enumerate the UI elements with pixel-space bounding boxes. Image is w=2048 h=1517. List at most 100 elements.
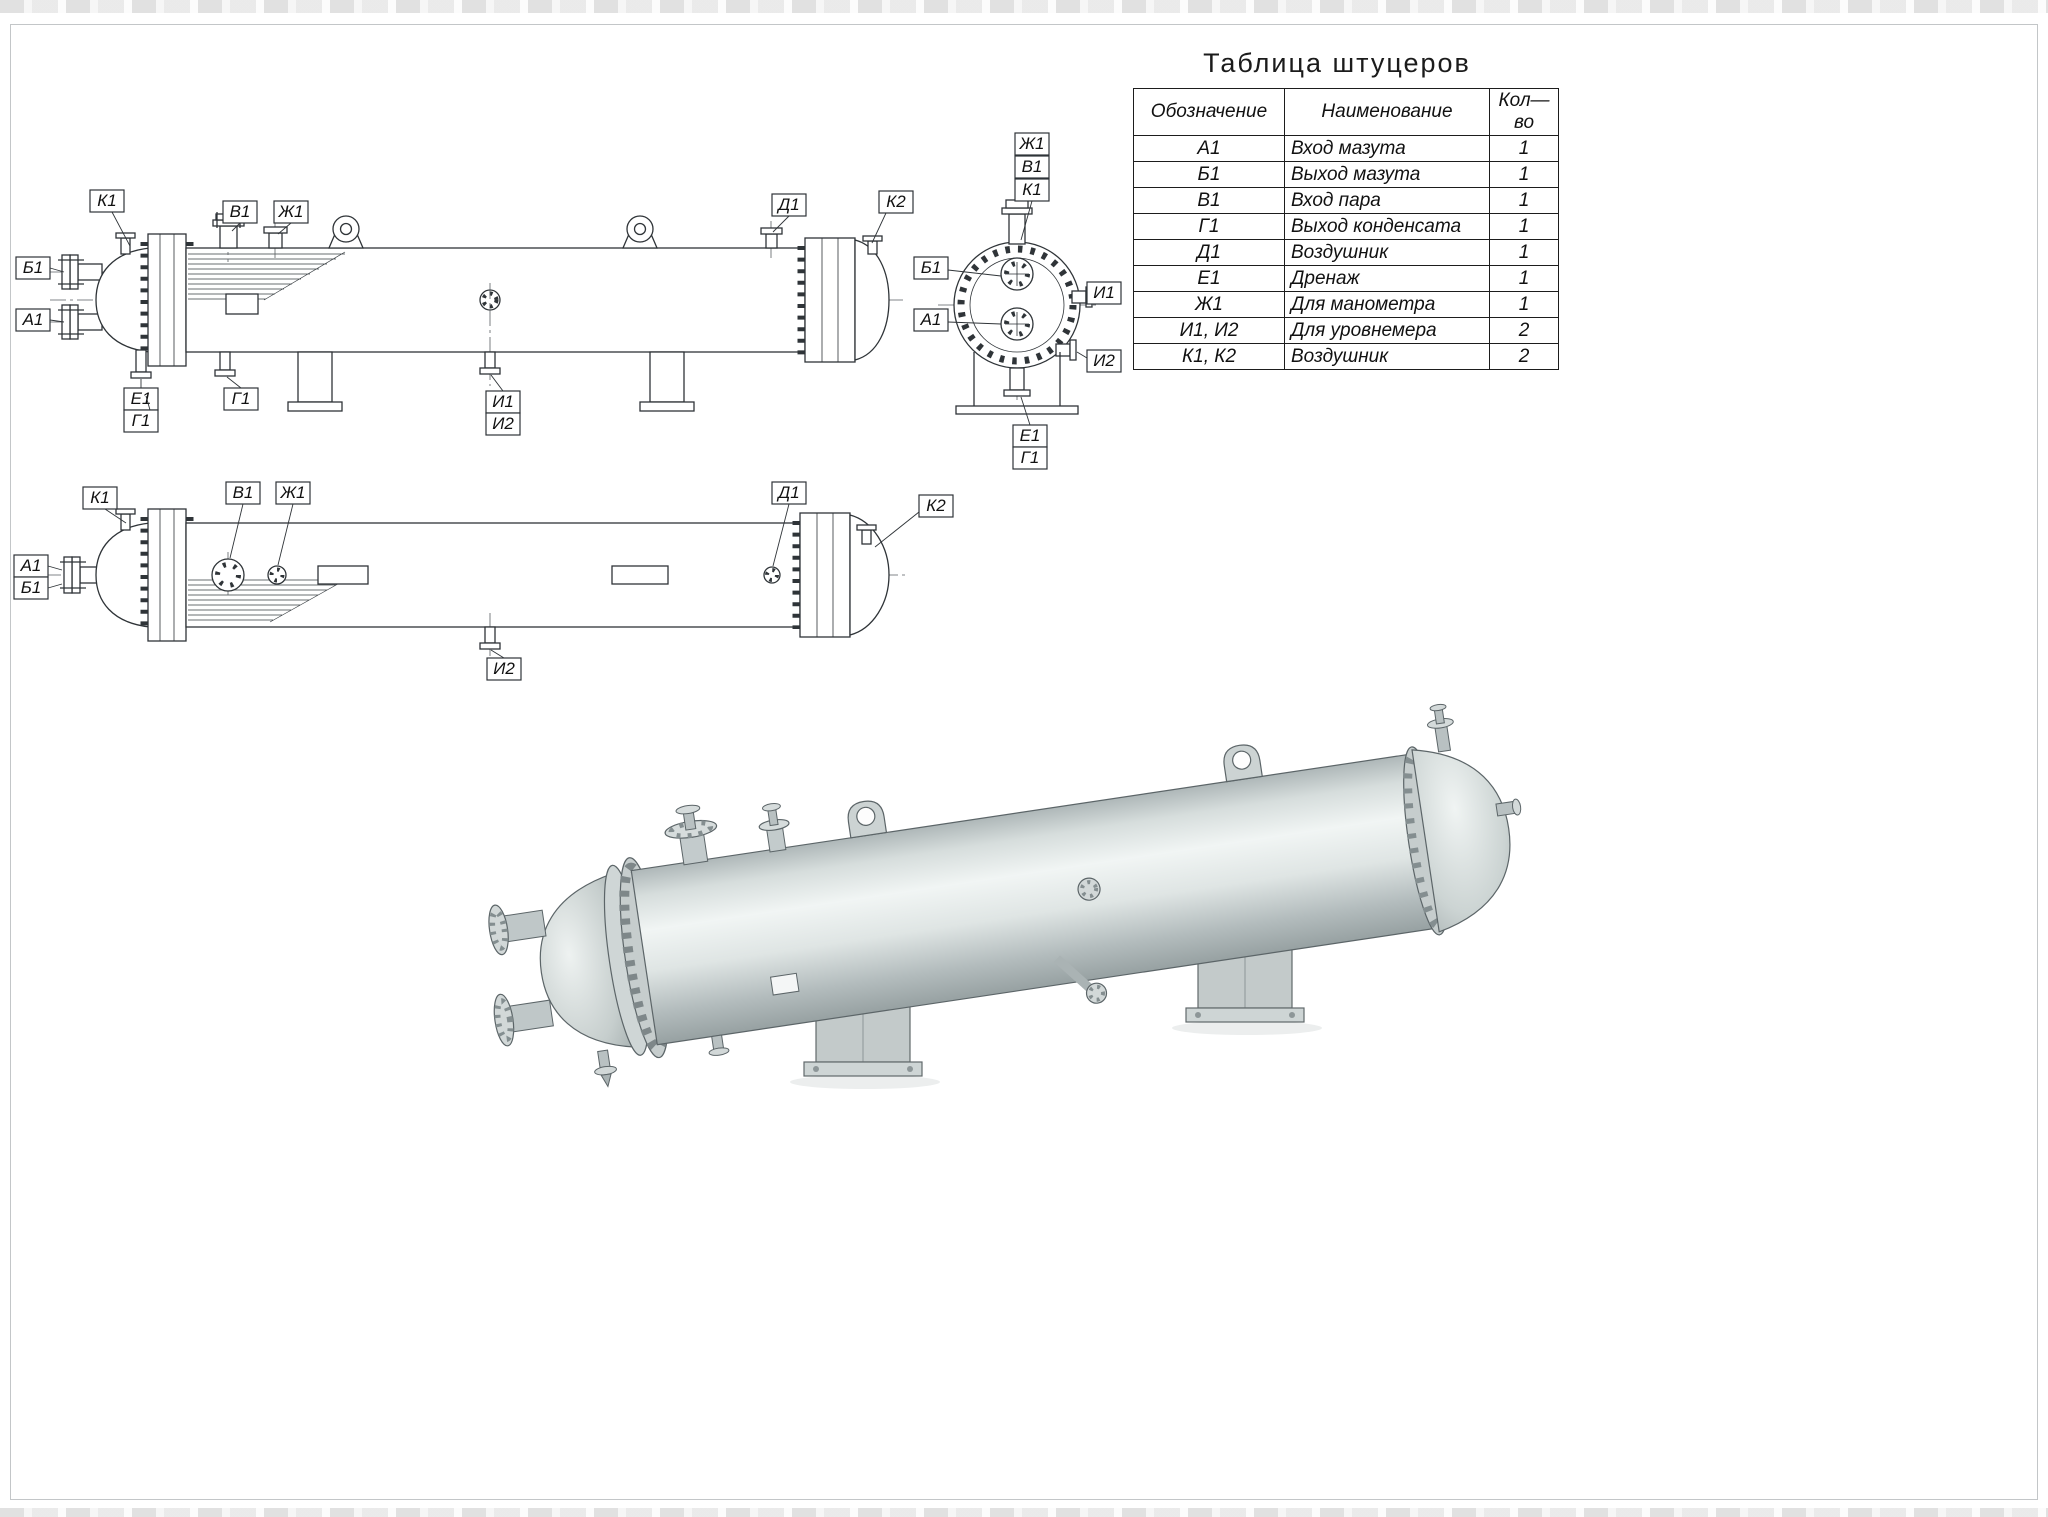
nozzle-b1-face (1000, 257, 1034, 291)
cell-designation: Е1 (1133, 265, 1285, 292)
iso-right-head (1411, 749, 1511, 933)
cell-qty: 2 (1489, 343, 1559, 370)
nozzle-zh1-top-face (267, 565, 287, 585)
svg-text:Ж1: Ж1 (279, 483, 305, 502)
cell-qty: 1 (1489, 161, 1559, 188)
cell-designation: А1 (1133, 135, 1285, 162)
cell-qty: 1 (1489, 239, 1559, 266)
sheet-frame (10, 24, 2038, 1500)
callout-v1-end: В1 (1014, 155, 1050, 179)
svg-text:В1: В1 (230, 202, 251, 221)
iso-nozzle-i2-pipe (1053, 955, 1108, 1004)
shadow-right (1172, 1021, 1322, 1035)
shadow-left (790, 1075, 940, 1089)
nozzle-i2-side (479, 283, 501, 386)
bottom-nozzles-projection (1003, 367, 1031, 397)
iso-nozzle-k2 (1427, 703, 1454, 753)
svg-text:Б1: Б1 (21, 578, 42, 597)
svg-text:А1: А1 (20, 556, 42, 575)
cell-designation: К1, К2 (1133, 343, 1285, 370)
top-nozzles-projection (1001, 199, 1033, 245)
scan-artifact-bottom (0, 1508, 2048, 1517)
svg-text:Д1: Д1 (776, 483, 799, 502)
cell-name: Дренаж (1284, 265, 1490, 292)
callout-g1b-v1: Г1 (223, 376, 259, 411)
svg-text:И2: И2 (492, 414, 514, 433)
girth-flange-right-bottom (792, 512, 858, 638)
col-qty: Кол— во (1489, 88, 1559, 136)
svg-text:Е1: Е1 (1020, 426, 1041, 445)
iso-nameplate (769, 972, 800, 996)
callout-e1-end: Е1 (1012, 396, 1048, 448)
iso-view (488, 703, 1522, 1089)
svg-text:Г1: Г1 (1021, 448, 1040, 467)
iso-right-side-stub (1495, 798, 1522, 817)
cell-name: Для уровнемера (1284, 317, 1490, 344)
nozzle-i2-bottom (479, 613, 501, 660)
cell-qty: 1 (1489, 265, 1559, 292)
callout-zh1-end: Ж1 (1014, 132, 1050, 156)
svg-text:Ж1: Ж1 (277, 202, 303, 221)
callout-i1-end: И1 (1086, 281, 1122, 305)
side-view-top: К1 Б1 А1 В1 Ж1 Е1 Г1 Г1 И1 И2 Д1 К2 (15, 189, 914, 436)
callout-v1-v3: В1 (225, 481, 261, 559)
callout-a1-v3: А1 (13, 554, 63, 578)
svg-text:К1: К1 (90, 488, 109, 507)
callout-g1-v1: Г1 (123, 395, 159, 433)
lifting-lug-right (622, 215, 658, 249)
cell-qty: 2 (1489, 317, 1559, 344)
callout-g1-end: Г1 (1012, 446, 1048, 470)
cell-name: Воздушник (1284, 343, 1490, 370)
tube-bundle-hatch-bottom (188, 579, 346, 623)
end-view: Ж1 В1 К1 Б1 А1 И1 И2 Е1 Г1 (913, 132, 1122, 470)
callout-k2-v3: К2 (874, 494, 954, 548)
iso-nozzle-a1 (488, 904, 547, 956)
bracket-plate (225, 293, 259, 315)
svg-text:К1: К1 (97, 191, 116, 210)
callout-d1-v1: Д1 (771, 193, 807, 233)
callout-a1-end: А1 (913, 308, 1002, 332)
callout-e1-v1: Е1 (123, 379, 159, 411)
svg-text:К2: К2 (886, 192, 906, 211)
callout-v1-v1: В1 (222, 200, 258, 232)
callout-i2-v3: И2 (486, 649, 522, 681)
callout-k1-v1: К1 (89, 189, 131, 247)
svg-text:А1: А1 (22, 310, 44, 329)
nozzle-v1-top-face (211, 552, 245, 598)
iso-vessel (488, 703, 1522, 1088)
svg-text:И2: И2 (493, 659, 515, 678)
saddle-right (639, 351, 695, 412)
svg-text:Б1: Б1 (23, 258, 44, 277)
nozzle-k1-side (115, 232, 136, 255)
callout-a1-v1: А1 (15, 308, 65, 332)
iso-lifting-lug-right (1223, 744, 1263, 783)
svg-text:Г1: Г1 (232, 389, 251, 408)
svg-text:К2: К2 (926, 496, 946, 515)
nozzle-zh1-side (263, 220, 288, 258)
cell-designation: Б1 (1133, 161, 1285, 188)
scan-artifact-top (0, 0, 2048, 13)
girth-flange-right (797, 237, 863, 363)
iso-nozzle-zh1 (758, 802, 790, 853)
left-head-bottom (95, 522, 151, 628)
end-view-support (955, 352, 1079, 415)
callout-zh1-v1: Ж1 (273, 200, 309, 235)
cell-name: Вход мазута (1284, 135, 1490, 162)
cell-name: Вход пара (1284, 187, 1490, 214)
callout-k1-end: К1 (1014, 178, 1050, 241)
nozzle-a1-side (48, 304, 110, 340)
callout-b1-v1: Б1 (15, 256, 65, 280)
side-view-bottom: К1 А1 Б1 В1 Ж1 И2 Д1 К2 (13, 481, 954, 681)
svg-text:Д1: Д1 (776, 195, 799, 214)
svg-text:Ж1: Ж1 (1018, 134, 1044, 153)
svg-text:И1: И1 (492, 392, 514, 411)
callout-b1-v3: Б1 (13, 576, 63, 600)
nozzle-d1-top-face (763, 566, 781, 584)
callout-d1-v3: Д1 (771, 481, 807, 567)
girth-flange-left-bottom (140, 508, 194, 642)
nozzle-e1-side (130, 349, 152, 379)
